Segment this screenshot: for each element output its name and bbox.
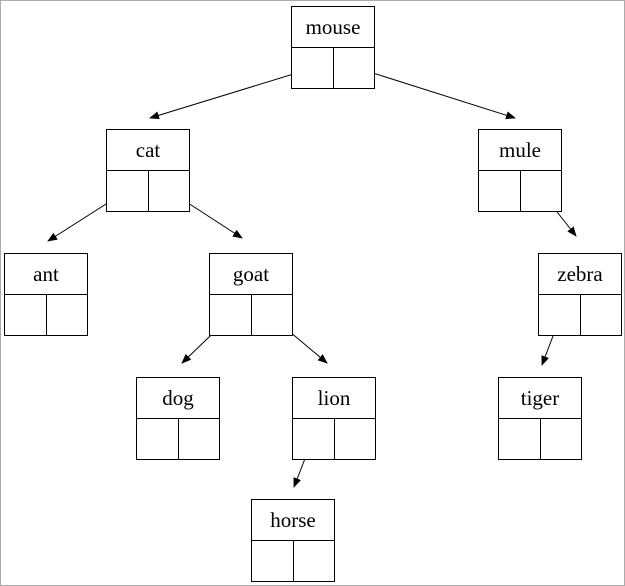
edge-mouse-right-to-mule [353, 66, 516, 120]
pointer-cells [292, 48, 374, 88]
tree-node-dog: dog [136, 377, 220, 460]
pointer-cells [5, 295, 87, 335]
pointer-cells [539, 295, 621, 335]
right-pointer-cell [335, 419, 376, 459]
node-label: tiger [499, 378, 581, 419]
tree-node-mouse: mouse [291, 6, 375, 89]
tree-node-zebra: zebra [538, 253, 622, 336]
node-label: ant [5, 254, 87, 295]
right-pointer-cell [521, 171, 562, 211]
right-pointer-cell [179, 419, 220, 459]
tree-node-horse: horse [251, 499, 335, 582]
tree-node-goat: goat [209, 253, 293, 336]
node-label: mouse [292, 7, 374, 48]
node-label: zebra [539, 254, 621, 295]
right-pointer-cell [47, 295, 88, 335]
pointer-cells [137, 419, 219, 459]
pointer-cells [499, 419, 581, 459]
left-pointer-cell [210, 295, 252, 335]
right-pointer-cell [581, 295, 622, 335]
right-pointer-cell [334, 48, 375, 88]
tree-node-tiger: tiger [498, 377, 582, 460]
left-pointer-cell [292, 48, 334, 88]
tree-node-mule: mule [478, 129, 562, 212]
right-pointer-cell [149, 171, 190, 211]
node-label: dog [137, 378, 219, 419]
node-label: horse [252, 500, 334, 541]
node-label: cat [107, 130, 189, 171]
right-pointer-cell [294, 541, 335, 581]
node-label: goat [210, 254, 292, 295]
left-pointer-cell [252, 541, 294, 581]
left-pointer-cell [5, 295, 47, 335]
tree-node-lion: lion [292, 377, 376, 460]
node-label: lion [293, 378, 375, 419]
left-pointer-cell [107, 171, 149, 211]
edge-mouse-left-to-cat [149, 67, 314, 120]
pointer-cells [293, 419, 375, 459]
pointer-cells [252, 541, 334, 581]
left-pointer-cell [539, 295, 581, 335]
left-pointer-cell [499, 419, 541, 459]
left-pointer-cell [137, 419, 179, 459]
right-pointer-cell [252, 295, 293, 335]
tree-node-cat: cat [106, 129, 190, 212]
pointer-cells [107, 171, 189, 211]
right-pointer-cell [541, 419, 582, 459]
left-pointer-cell [479, 171, 521, 211]
pointer-cells [479, 171, 561, 211]
node-label: mule [479, 130, 561, 171]
left-pointer-cell [293, 419, 335, 459]
pointer-cells [210, 295, 292, 335]
tree-node-ant: ant [4, 253, 88, 336]
